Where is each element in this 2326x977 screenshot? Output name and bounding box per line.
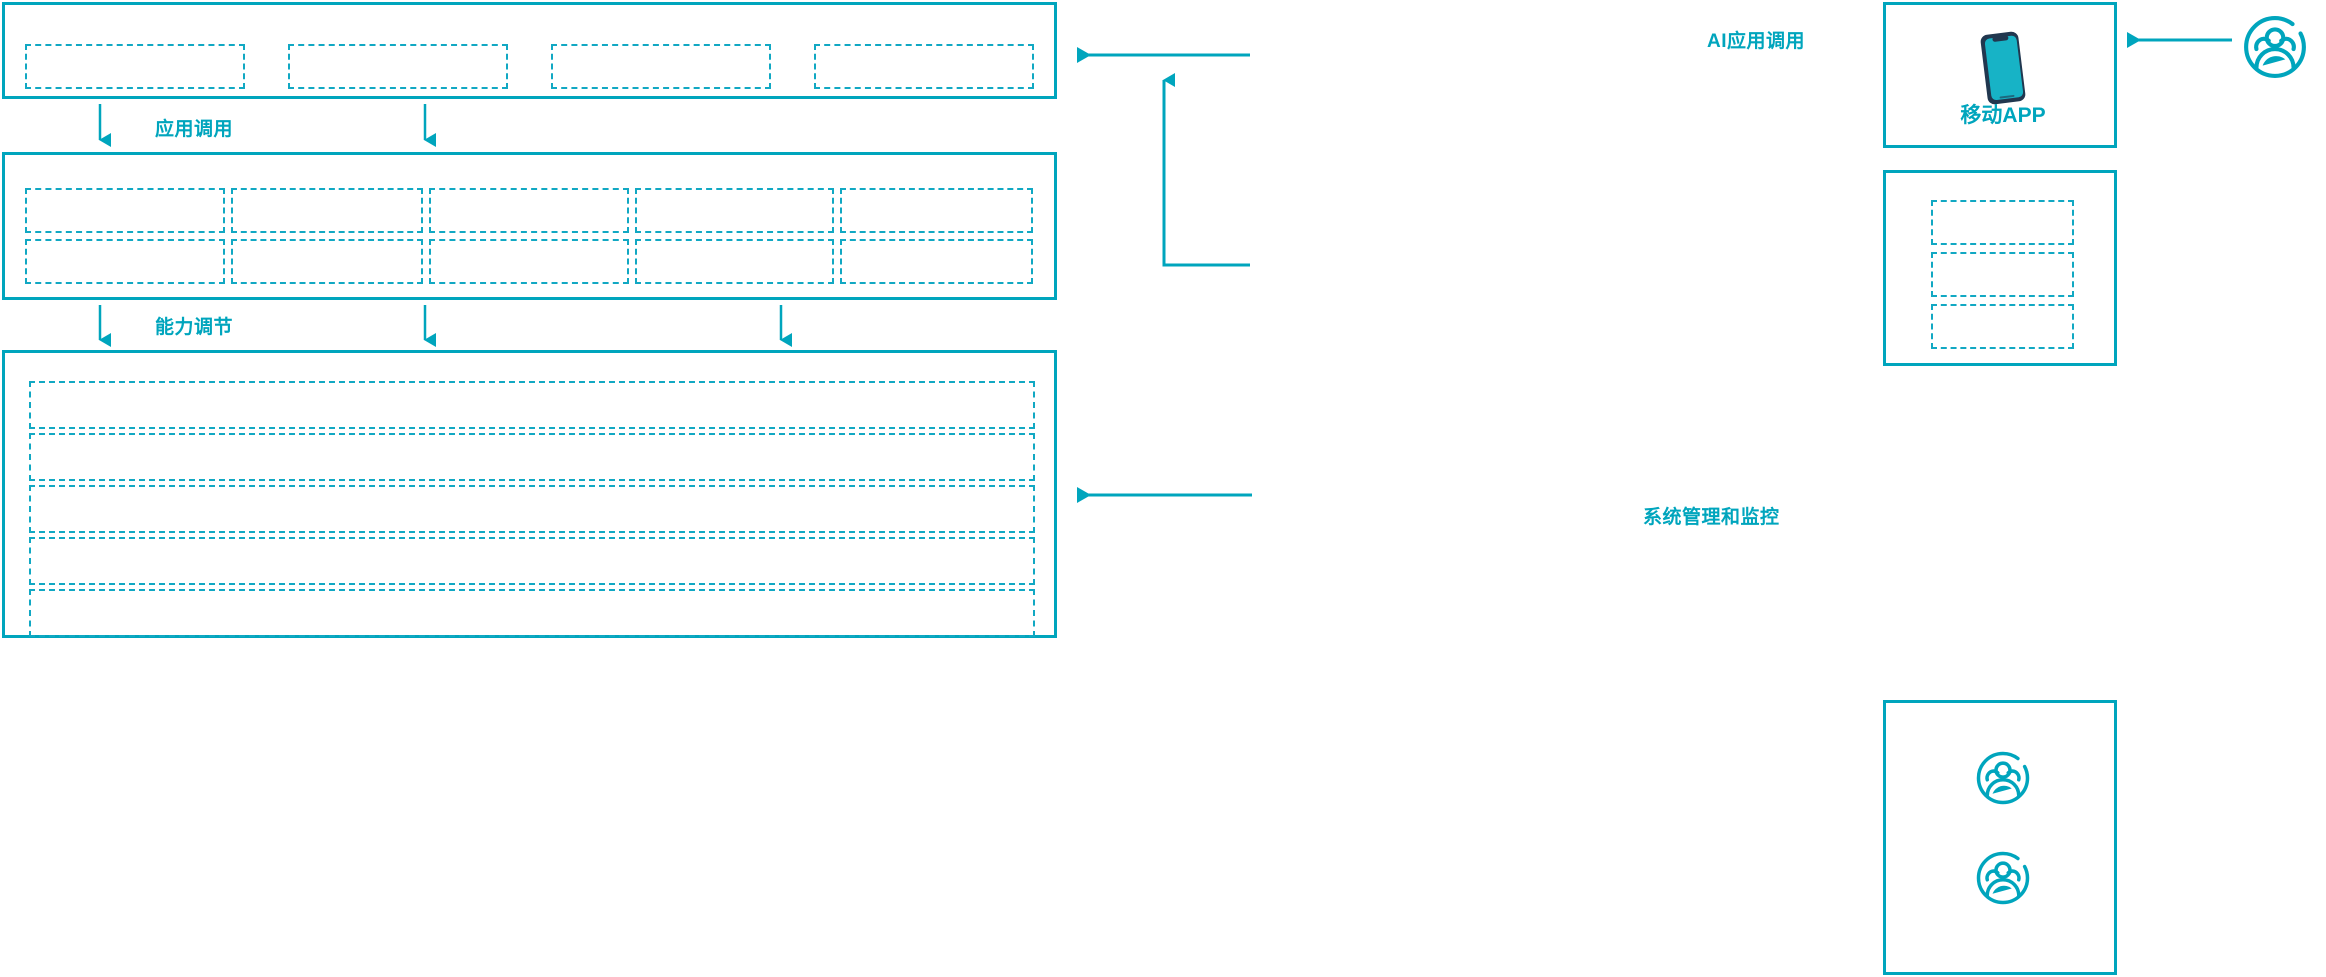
capability-slot-7[interactable] (231, 239, 423, 284)
flow-label-ai-app-invoke: AI应用调用 (1707, 31, 1806, 52)
channel-panel[interactable] (1883, 170, 2117, 366)
capability-slot-3[interactable] (429, 188, 629, 233)
smartphone-icon (1972, 27, 2034, 114)
application-layer-panel[interactable] (2, 2, 1057, 99)
capability-layer-panel[interactable] (2, 152, 1057, 300)
capability-slot-4[interactable] (635, 188, 834, 233)
mobile-app-caption: 移动APP (1960, 104, 2046, 127)
capability-slot-2[interactable] (231, 188, 423, 233)
mobile-app-panel[interactable]: 移动APP (1883, 2, 2117, 148)
platform-band-2[interactable] (29, 433, 1035, 481)
application-slot-4[interactable] (814, 44, 1034, 89)
flow-label-capability-invoke: 能力调节 (155, 317, 234, 338)
capability-slot-5[interactable] (840, 188, 1033, 233)
capability-slot-6[interactable] (25, 239, 225, 284)
channel-slot-3[interactable] (1931, 304, 2074, 349)
channel-slot-2[interactable] (1931, 252, 2074, 297)
end-user-actor-icon (2242, 14, 2308, 85)
flow-label-app-invoke: 应用调用 (155, 119, 234, 140)
capability-slot-8[interactable] (429, 239, 629, 284)
application-slot-3[interactable] (551, 44, 771, 89)
channel-slot-1[interactable] (1931, 200, 2074, 245)
application-slot-1[interactable] (25, 44, 245, 89)
platform-layer-panel[interactable] (2, 350, 1057, 638)
capability-slot-9[interactable] (635, 239, 834, 284)
flow-label-system-admin-monitor: 系统管理和监控 (1643, 507, 1780, 528)
platform-band-3[interactable] (29, 485, 1035, 533)
platform-band-1[interactable] (29, 381, 1035, 429)
admin-panel[interactable] (1883, 700, 2117, 975)
platform-band-5[interactable] (29, 589, 1035, 637)
user-group-icon (1975, 850, 2031, 911)
application-slot-2[interactable] (288, 44, 508, 89)
platform-band-4[interactable] (29, 537, 1035, 585)
user-group-icon (1975, 750, 2031, 811)
connector-channel-to-ai-invoke (1162, 73, 1250, 267)
capability-slot-10[interactable] (840, 239, 1033, 284)
capability-slot-1[interactable] (25, 188, 225, 233)
